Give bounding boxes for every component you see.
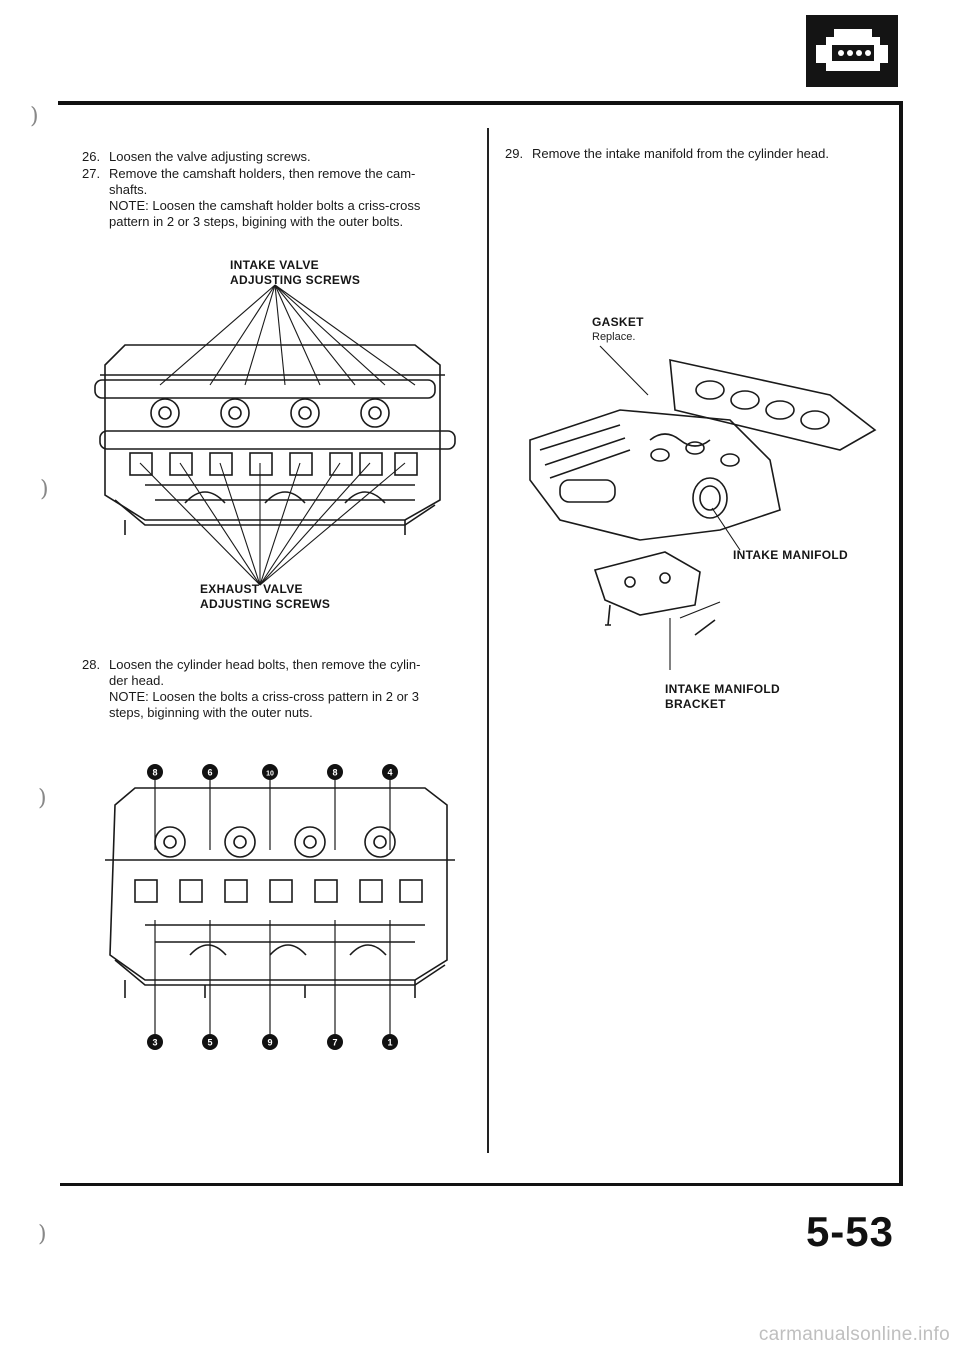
bolt-sequence-number: 3 xyxy=(152,1038,157,1048)
step-text-line: shafts. xyxy=(109,182,148,197)
bolt-sequence-marker xyxy=(262,764,278,780)
step-text-line: Remove the camshaft holders, then remove… xyxy=(109,166,416,181)
bolt-sequence-marker xyxy=(262,1034,278,1050)
engine-section-badge xyxy=(806,15,898,87)
step-26: 26. Loosen the valve adjusting screws. xyxy=(82,149,462,167)
engine-icon xyxy=(816,29,888,71)
page-number: 5-53 xyxy=(805,1208,894,1255)
step-note-line: steps, biginning with the outer nuts. xyxy=(109,705,313,720)
footer-rule xyxy=(60,1183,903,1186)
bolt-sequence-marker xyxy=(382,764,398,780)
exhaust-valve-label: EXHAUST VALVE ADJUSTING SCREWS xyxy=(200,582,331,611)
step-27: 27. Remove the camshaft holders, then re… xyxy=(82,166,472,236)
right-border-rule xyxy=(899,101,903,1183)
bolt-sequence-number: 4 xyxy=(387,768,392,778)
bolt-sequence-marker xyxy=(147,1034,163,1050)
bolt-sequence-number: 10 xyxy=(266,771,274,778)
cylinder-head-bolt-sequence-illustration: 8 6 10 8 4 3 5 9 7 1 xyxy=(105,764,455,1050)
step-text-line: der head. xyxy=(109,673,164,688)
header-rule xyxy=(58,101,903,105)
bolt-sequence-number: 6 xyxy=(207,768,212,778)
binder-mark: ) xyxy=(38,786,47,811)
bolt-sequence-marker xyxy=(327,1034,343,1050)
step-note-line: NOTE: Loosen the bolts a criss-cross pat… xyxy=(109,689,419,704)
step-number: 26. xyxy=(82,149,101,164)
bottom-bolt-callouts: 3 5 9 7 1 xyxy=(147,920,398,1050)
bolt-sequence-number: 1 xyxy=(387,1038,392,1048)
intake-manifold-illustration xyxy=(529,345,877,670)
intake-manifold-bracket-label: INTAKE MANIFOLD BRACKET xyxy=(665,682,780,711)
step-text-line: Loosen the cylinder head bolts, then rem… xyxy=(109,657,421,672)
step-note-line: pattern in 2 or 3 steps, bigining with t… xyxy=(109,214,404,229)
bolt-sequence-marker xyxy=(327,764,343,780)
step-number: 28. xyxy=(82,657,101,672)
bolt-sequence-number: 5 xyxy=(207,1038,212,1048)
bolt-sequence-marker xyxy=(202,764,218,780)
bolt-sequence-number: 8 xyxy=(152,768,157,778)
bolt-sequence-number: 9 xyxy=(267,1038,272,1048)
gasket-label: GASKET Replace. xyxy=(592,315,644,343)
step-text: Loosen the valve adjusting screws. xyxy=(109,149,311,164)
step-number: 29. xyxy=(505,146,524,161)
top-bolt-callouts: 8 6 10 8 4 xyxy=(147,764,398,850)
step-29: 29. Remove the intake manifold from the … xyxy=(505,146,885,164)
intake-manifold-label: INTAKE MANIFOLD xyxy=(733,548,848,562)
step-note-line: NOTE: Loosen the camshaft holder bolts a… xyxy=(109,198,421,213)
intake-valve-label: INTAKE VALVE ADJUSTING SCREWS xyxy=(230,258,361,287)
bolt-sequence-marker xyxy=(147,764,163,780)
step-text: Remove the intake manifold from the cyli… xyxy=(532,146,829,161)
step-28: 28. Loosen the cylinder head bolts, then… xyxy=(82,657,472,727)
bolt-sequence-marker xyxy=(202,1034,218,1050)
camshaft-cylinder-head-illustration xyxy=(94,284,456,586)
column-divider xyxy=(487,128,489,1153)
binder-mark: ) xyxy=(30,104,39,129)
watermark: carmanualsonline.info xyxy=(758,1324,950,1345)
bolt-sequence-number: 8 xyxy=(332,768,337,778)
bolt-sequence-marker xyxy=(382,1034,398,1050)
bolt-sequence-number: 7 xyxy=(332,1038,337,1048)
binder-mark: ) xyxy=(40,477,49,502)
binder-mark: ) xyxy=(38,1222,47,1247)
step-number: 27. xyxy=(82,166,101,181)
